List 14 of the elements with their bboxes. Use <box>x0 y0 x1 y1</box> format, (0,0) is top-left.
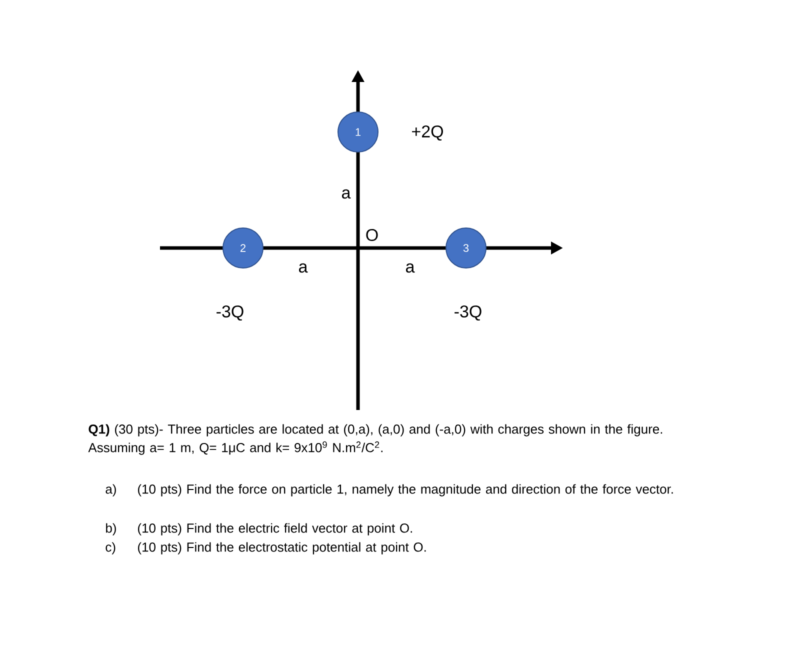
question-text: (10 pts) Find the electric field vector at point O. <box>138 523 412 536</box>
charge-label: -3Q <box>216 305 244 321</box>
item-letter: c) <box>106 542 116 554</box>
distance-label: O <box>366 228 378 242</box>
question-text: Q1) (30 pts)- Three particles are located at (0,a), (a,0) and (-a,0) with charges shown in the figure. Assuming a= 1 m, Q= 1μC and k= 9x10$^{9}$ N.m$^{2}$/C$^{2}$. <box>88 424 662 455</box>
charge-label: +2Q <box>412 125 443 141</box>
distance-label: a <box>406 263 415 273</box>
charge-label: -3Q <box>454 305 482 321</box>
item-letter: a) <box>106 484 116 496</box>
question-text: (10 pts) Find the electrostatic potential at point O. <box>138 542 426 554</box>
item-letter: b) <box>106 523 116 536</box>
question-text: (10 pts) Find the force on particle 1, namely the magnitude and direction of the force vector. <box>138 484 673 496</box>
distance-label: a <box>299 263 308 273</box>
distance-label: a <box>342 189 351 199</box>
